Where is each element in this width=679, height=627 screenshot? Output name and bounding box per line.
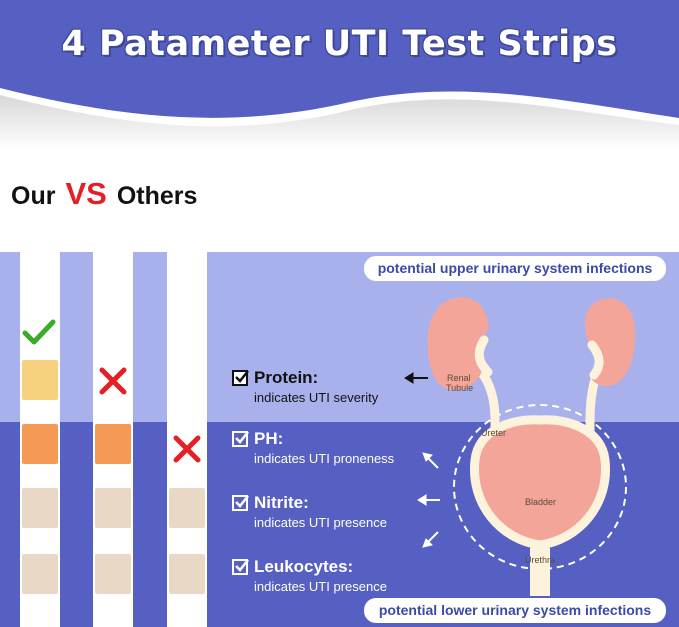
pad-nitrite xyxy=(95,488,131,528)
checkbox-icon xyxy=(232,370,249,386)
parameter-description: indicates UTI proneness xyxy=(254,451,395,466)
parameter-description: indicates UTI presence xyxy=(254,579,387,594)
pad-leukocytes xyxy=(95,554,131,594)
label-urethra: Urethra xyxy=(525,555,555,565)
pad-nitrite xyxy=(169,488,205,528)
checkbox-icon xyxy=(232,431,249,447)
comparison-heading: Our VS Others xyxy=(11,176,197,212)
bladder-zone-outline xyxy=(453,404,627,570)
label-ureter: Ureter xyxy=(481,428,506,438)
pad-protein xyxy=(22,360,58,400)
parameter-protein: Protein: indicates UTI severity xyxy=(232,368,378,405)
arrow-up-left-icon xyxy=(422,452,439,469)
parameter-name: Leukocytes: xyxy=(254,557,354,576)
lower-zone-label: potential lower urinary system infection… xyxy=(364,598,666,623)
urethra xyxy=(530,548,550,596)
cross-icon xyxy=(173,435,201,463)
pad-nitrite xyxy=(22,488,58,528)
arrow-down-left-icon xyxy=(422,531,439,548)
parameter-name: Nitrite: xyxy=(254,493,309,512)
parameter-leukocytes: Leukocytes: indicates UTI presence xyxy=(232,557,387,594)
bladder xyxy=(470,415,610,550)
vs-label: VS xyxy=(65,176,107,211)
pad-ph xyxy=(22,424,58,464)
others-label: Others xyxy=(116,182,198,210)
checkbox-icon xyxy=(232,495,249,511)
check-icon xyxy=(22,319,56,345)
pad-leukocytes xyxy=(169,554,205,594)
arrow-left-icon xyxy=(404,372,428,384)
our-label: Our xyxy=(11,182,56,210)
parameter-description: indicates UTI presence xyxy=(254,515,387,530)
parameter-description: indicates UTI severity xyxy=(254,390,379,405)
arrow-left-icon xyxy=(417,494,440,506)
upper-zone-label: potential upper urinary system infection… xyxy=(364,256,666,281)
label-bladder: Bladder xyxy=(525,497,556,507)
pad-ph xyxy=(95,424,131,464)
label-renal: Renal xyxy=(447,373,471,383)
left-kidney xyxy=(427,297,489,391)
parameter-name: PH: xyxy=(254,429,284,448)
parameter-name: Protein: xyxy=(254,368,319,387)
parameter-ph: PH: indicates UTI proneness xyxy=(232,429,394,466)
cross-icon xyxy=(99,367,127,395)
checkbox-icon xyxy=(232,559,249,575)
label-tubule: Tubule xyxy=(446,383,473,393)
others-strip-two-pad xyxy=(167,252,207,627)
others-strip-three-pad xyxy=(93,252,133,627)
page-title: 4 Patameter UTI Test Strips xyxy=(61,24,618,64)
our-strip xyxy=(20,252,60,627)
header-banner xyxy=(0,0,679,150)
pad-leukocytes xyxy=(22,554,58,594)
parameter-nitrite: Nitrite: indicates UTI presence xyxy=(232,493,387,530)
